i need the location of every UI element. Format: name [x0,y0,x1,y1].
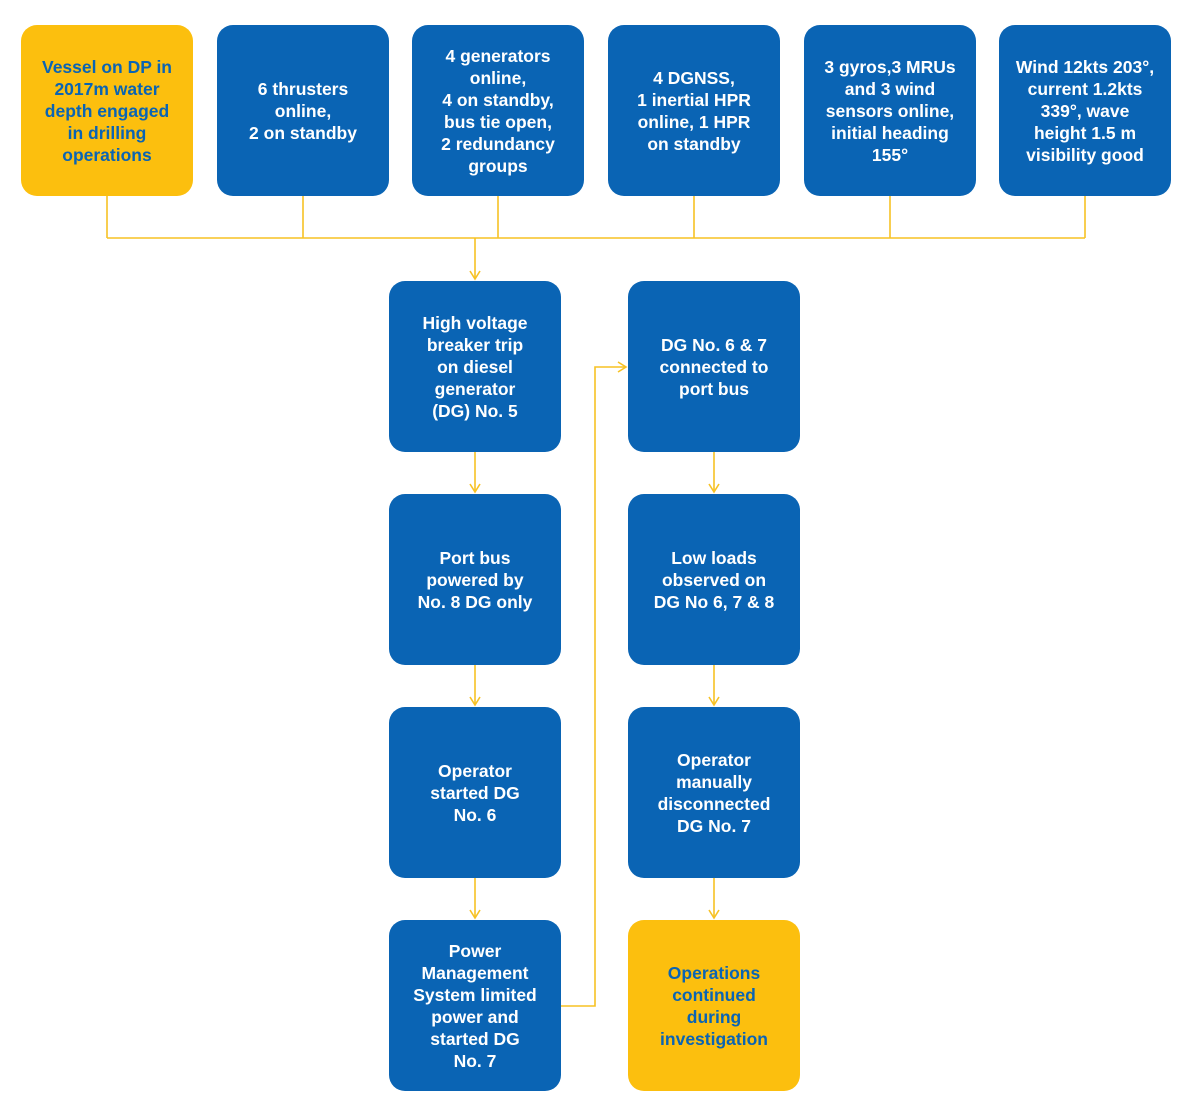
low-loads-box: Low loads observed on DG No 6, 7 & 8 [628,494,800,665]
position-reference-box: 4 DGNSS, 1 inertial HPR online, 1 HPR on… [608,25,780,196]
pms-limited-power-box: Power Management System limited power an… [389,920,561,1091]
thrusters-box: 6 thrusters online, 2 on standby [217,25,389,196]
environment-box: Wind 12kts 203°, current 1.2kts 339°, wa… [999,25,1171,196]
breaker-trip-box: High voltage breaker trip on diesel gene… [389,281,561,452]
generators-box: 4 generators online, 4 on standby, bus t… [412,25,584,196]
dg-connected-box: DG No. 6 & 7 connected to port bus [628,281,800,452]
operations-continued-box: Operations continued during investigatio… [628,920,800,1091]
vessel-status-box: Vessel on DP in 2017m water depth engage… [21,25,193,196]
port-bus-box: Port bus powered by No. 8 DG only [389,494,561,665]
operator-started-dg6-box: Operator started DG No. 6 [389,707,561,878]
operator-disconnected-dg7-box: Operator manually disconnected DG No. 7 [628,707,800,878]
connector-crossover [561,361,628,1007]
sensors-box: 3 gyros,3 MRUs and 3 wind sensors online… [804,25,976,196]
